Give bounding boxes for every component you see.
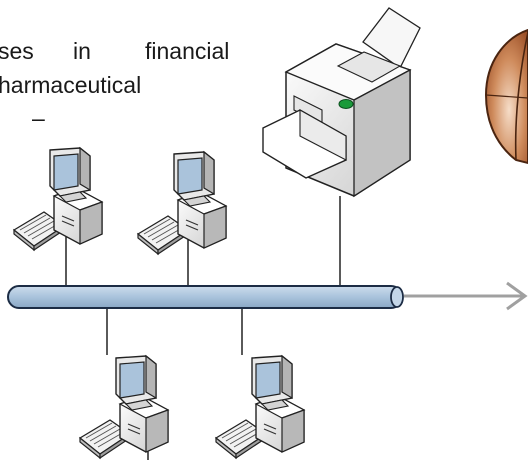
printer-icon <box>262 7 421 198</box>
workstation-1 <box>13 147 103 251</box>
text-line-1-word-1: ses <box>0 38 34 64</box>
workstation-3 <box>79 355 169 459</box>
globe-icon <box>484 28 528 165</box>
arrow-right-icon <box>404 281 528 311</box>
workstation-2 <box>137 151 227 255</box>
text-line-1-word-2: in <box>73 38 91 64</box>
workstation-4 <box>215 355 305 459</box>
text-line-1-word-3: financial <box>145 38 230 64</box>
text-line-3-dash: – <box>32 105 45 131</box>
text-line-2: harmaceutical <box>0 72 142 98</box>
bus-cable <box>7 285 404 309</box>
